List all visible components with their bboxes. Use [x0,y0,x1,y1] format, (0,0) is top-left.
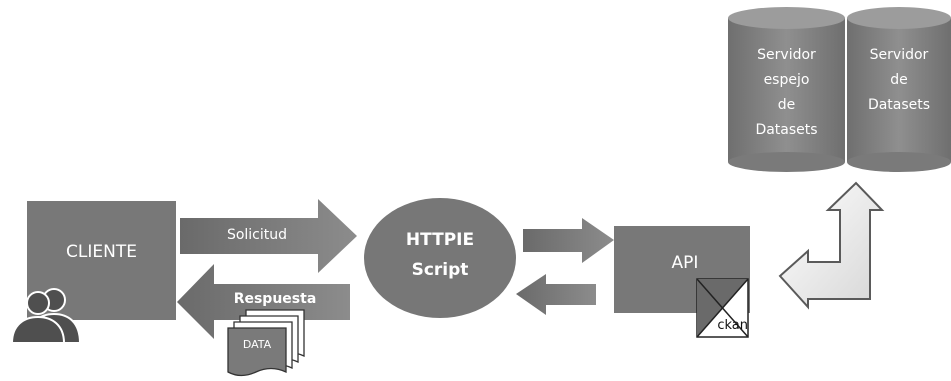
httpie-label-line2: Script [411,260,469,280]
response-arrow [177,264,350,339]
api-label: API [671,253,699,273]
dataset-server-cylinder [847,7,951,172]
users-icon [10,288,82,344]
mirror-server-label-3: de [777,97,796,113]
mirror-server-label-4: Datasets [755,122,818,138]
dataset-server-label-2: de [890,72,908,88]
dataset-server-label-3: Datasets [867,97,931,113]
document-stack-icon [227,309,305,377]
ckan-label: ckan [717,318,748,333]
request-arrow [180,199,357,273]
httpie-ellipse [364,198,516,318]
mirror-server-cylinder [728,7,845,172]
request-label: Solicitud [226,227,288,243]
httpie-label-line1: HTTPIE [405,230,475,250]
mirror-server-label-2: espejo [763,72,810,88]
response-label: Respuesta [233,291,317,307]
mirror-server-label-1: Servidor [757,47,816,63]
cliente-label: CLIENTE [66,242,137,262]
up-right-turn-arrow-icon [778,181,885,310]
from-api-arrow [516,274,596,315]
ckan-logo [696,278,749,338]
to-api-arrow [523,218,614,263]
data-doc-label: DATA [242,338,272,351]
dataset-server-label-1: Servidor [869,47,929,63]
